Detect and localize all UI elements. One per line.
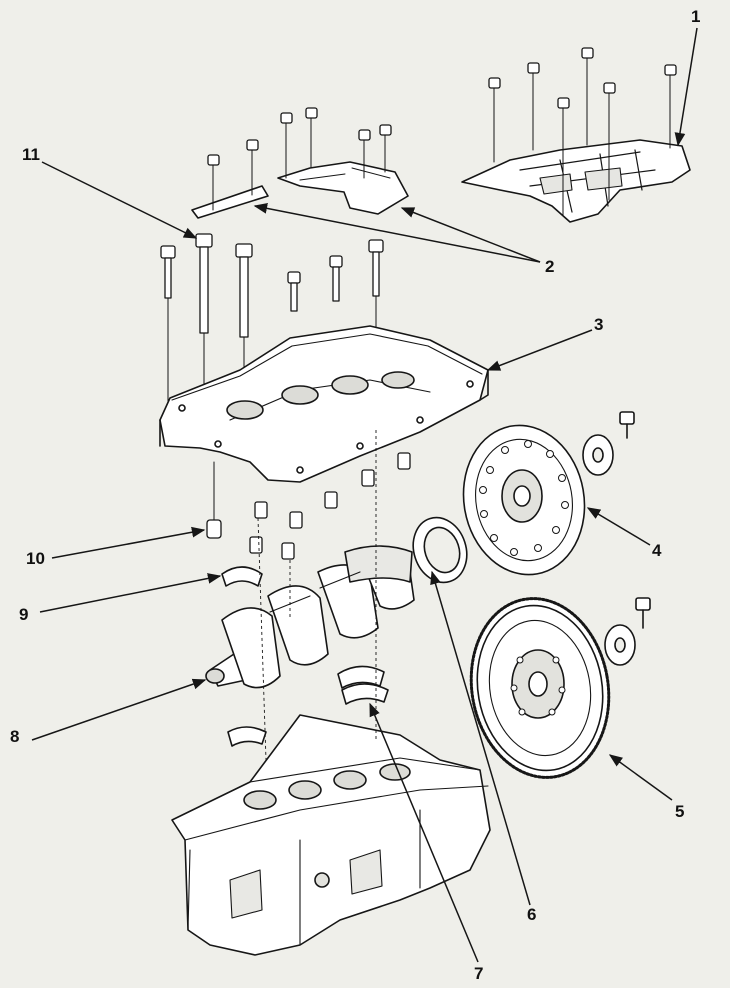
cylinder-block [171, 714, 491, 956]
bolts-part-1 [488, 47, 677, 216]
drive-plate-4 [462, 424, 586, 576]
baffle-plate-1 [461, 139, 691, 223]
bearing-shells-lower-7 [227, 665, 389, 747]
alignment-guides [257, 430, 377, 761]
flywheel-5 [469, 597, 611, 779]
dowel-bushings [249, 452, 411, 560]
oil-seal-6 [412, 516, 468, 584]
dowel-pin-10 [206, 461, 222, 539]
callout-1: 1 [691, 7, 701, 26]
leader-arrows [31, 27, 698, 963]
ladder-frame-bolts [160, 233, 384, 431]
callout-11: 11 [22, 145, 40, 164]
callout-5: 5 [675, 802, 685, 821]
bearing-shell-upper-9 [221, 566, 263, 587]
plate-washer-4 [582, 411, 635, 476]
crankshaft-8 [205, 545, 415, 689]
callout-2: 2 [545, 257, 555, 276]
callout-7: 7 [474, 964, 484, 983]
baffle-plates-2 [191, 161, 409, 219]
bolts-part-2 [207, 107, 392, 211]
callout-9: 9 [19, 605, 29, 624]
callout-4: 4 [652, 541, 662, 560]
ladder-frame-3 [159, 325, 489, 483]
callout-8: 8 [10, 727, 20, 746]
callout-6: 6 [527, 905, 537, 924]
flywheel-washer-5 [604, 597, 651, 666]
callout-3: 3 [594, 315, 604, 334]
callout-10: 10 [26, 549, 45, 568]
